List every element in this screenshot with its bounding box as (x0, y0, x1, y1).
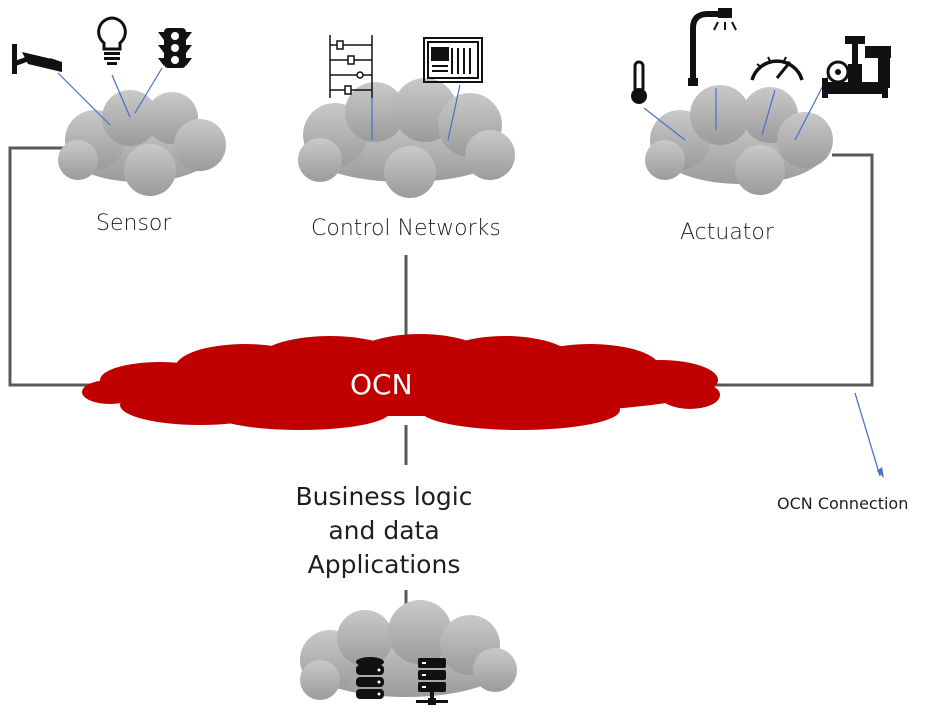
control-networks-label: Control Networks (311, 216, 501, 241)
backend-cloud (300, 600, 517, 700)
business-logic-line-1: Business logic (295, 482, 473, 511)
traffic-light-icon (158, 28, 192, 68)
sensor-cloud (58, 90, 226, 196)
business-logic-label: Business logic and data Applications (250, 480, 518, 582)
ocn-connection-pointer (854, 392, 884, 478)
street-lamp-icon (688, 8, 737, 86)
sensor-label: Sensor (96, 211, 172, 236)
security-camera-icon (11, 44, 62, 74)
speedometer-gauge-icon (750, 56, 804, 81)
ocn-cloud (82, 334, 720, 430)
ocn-connection-label: OCN Connection (777, 494, 909, 513)
actuator-to-ocn-connector (712, 153, 874, 387)
ocn-label: OCN (350, 368, 413, 401)
actuator-label: Actuator (680, 220, 774, 245)
business-logic-line-3: Applications (307, 550, 461, 579)
server-rack-icon (416, 658, 448, 705)
light-bulb-icon (97, 16, 127, 65)
actuator-cloud (645, 85, 833, 195)
control-networks-cloud (298, 78, 515, 198)
database-icon (356, 657, 384, 699)
ladder-logic-icon (329, 35, 373, 98)
business-logic-line-2: and data (328, 516, 440, 545)
thermometer-icon (631, 60, 647, 104)
sensor-to-ocn-connector (8, 146, 105, 387)
pipe-valve-icon (822, 36, 891, 98)
control-panel-icon (423, 37, 483, 83)
